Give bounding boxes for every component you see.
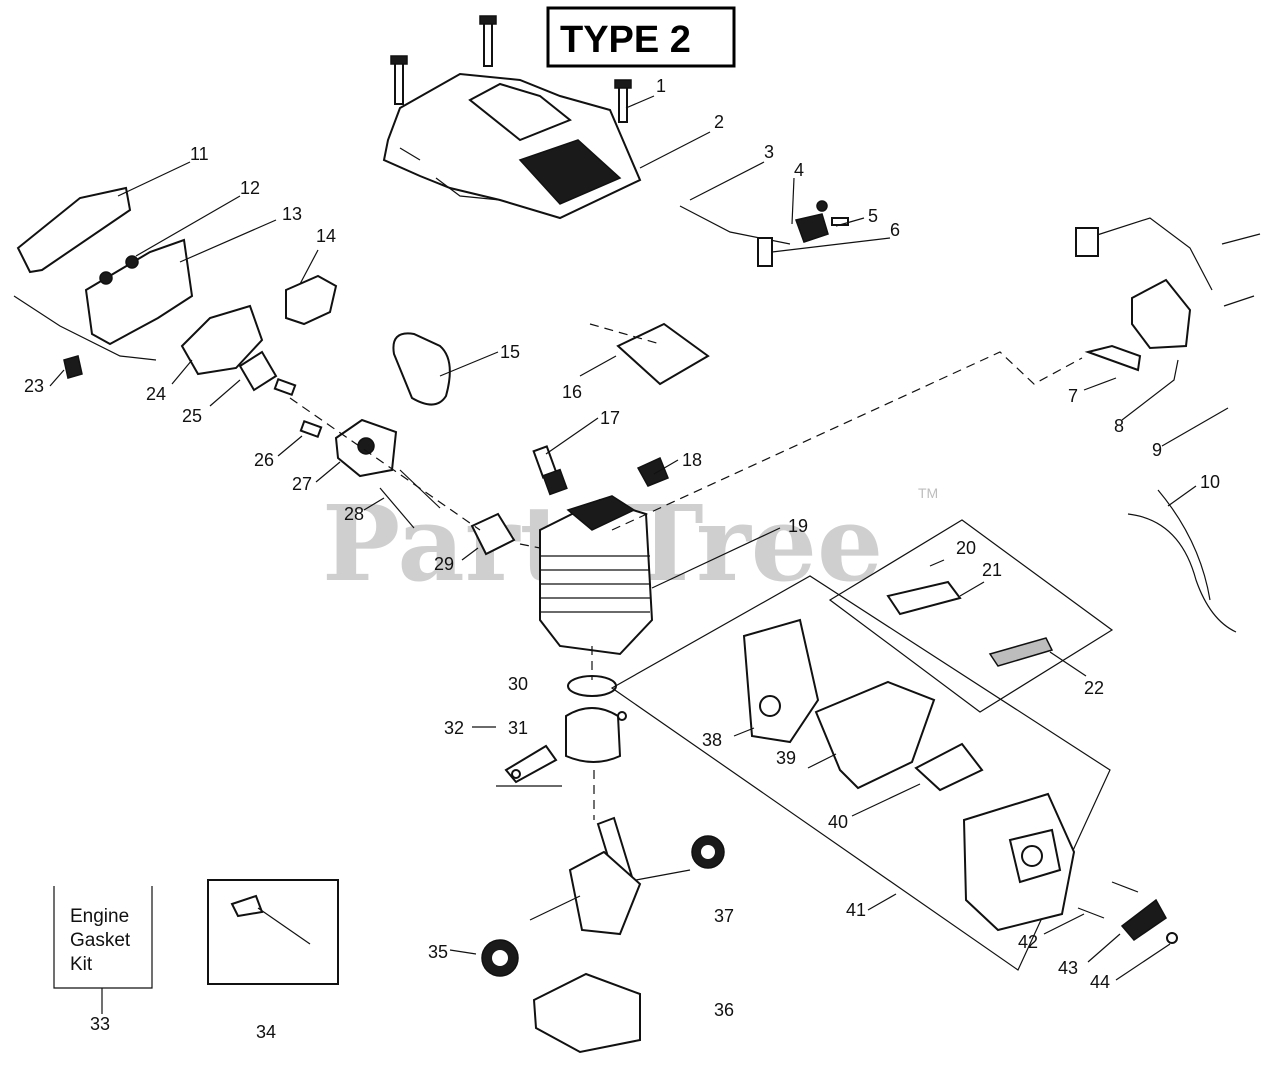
label-2: 2 bbox=[714, 112, 724, 132]
long-bolt bbox=[379, 487, 415, 529]
label-39: 39 bbox=[776, 748, 796, 768]
throttle-housing bbox=[13, 238, 194, 361]
piston-assembly bbox=[504, 707, 627, 784]
label-40: 40 bbox=[828, 812, 848, 832]
label-35: 35 bbox=[428, 942, 448, 962]
label-44: 44 bbox=[1090, 972, 1110, 992]
part-number-labels: 1 2 3 4 5 6 7 8 9 10 11 12 13 14 15 16 1… bbox=[24, 76, 1220, 1042]
label-14: 14 bbox=[316, 226, 336, 246]
air-filter-cover bbox=[16, 186, 132, 274]
spark-plug bbox=[532, 445, 568, 496]
crankshaft bbox=[481, 816, 725, 1054]
cover-screws bbox=[390, 15, 632, 123]
label-18: 18 bbox=[682, 450, 702, 470]
label-30: 30 bbox=[508, 674, 528, 694]
muffler-box bbox=[610, 575, 1111, 971]
label-42: 42 bbox=[1018, 932, 1038, 952]
label-5: 5 bbox=[868, 206, 878, 226]
label-33: 33 bbox=[90, 1014, 110, 1034]
label-3: 3 bbox=[764, 142, 774, 162]
label-36: 36 bbox=[714, 1000, 734, 1020]
label-19: 19 bbox=[788, 516, 808, 536]
part-23 bbox=[63, 355, 83, 379]
label-34: 34 bbox=[256, 1022, 276, 1042]
gasket-sheet bbox=[616, 322, 710, 386]
label-37: 37 bbox=[714, 906, 734, 926]
label-41: 41 bbox=[846, 900, 866, 920]
top-cover bbox=[382, 72, 642, 220]
label-29: 29 bbox=[434, 554, 454, 574]
fuel-filter bbox=[757, 237, 773, 267]
kit-line-2: Gasket bbox=[70, 930, 131, 951]
label-10: 10 bbox=[1200, 472, 1220, 492]
label-6: 6 bbox=[890, 220, 900, 240]
label-1: 1 bbox=[656, 76, 666, 96]
kit-line-1: Engine bbox=[70, 906, 129, 927]
label-23: 23 bbox=[24, 376, 44, 396]
label-26: 26 bbox=[254, 450, 274, 470]
dashed-leader bbox=[611, 351, 1083, 531]
label-9: 9 bbox=[1152, 440, 1162, 460]
label-32: 32 bbox=[444, 718, 464, 738]
label-24: 24 bbox=[146, 384, 166, 404]
label-27: 27 bbox=[292, 474, 312, 494]
gasket-kit-box bbox=[828, 519, 1114, 713]
fuel-hose bbox=[679, 205, 791, 245]
ignition-coil bbox=[1075, 217, 1261, 372]
carburetor bbox=[180, 304, 278, 392]
label-17: 17 bbox=[600, 408, 620, 428]
intake-adapter bbox=[273, 377, 398, 478]
valve-part bbox=[795, 200, 829, 243]
label-8: 8 bbox=[1114, 416, 1124, 436]
label-28: 28 bbox=[344, 504, 364, 524]
intake-boot bbox=[285, 274, 338, 326]
label-13: 13 bbox=[282, 204, 302, 224]
label-31: 31 bbox=[508, 718, 528, 738]
label-12: 12 bbox=[240, 178, 260, 198]
filter-gasket bbox=[392, 332, 451, 406]
cylinder bbox=[539, 495, 654, 656]
label-25: 25 bbox=[182, 406, 202, 426]
label-16: 16 bbox=[562, 382, 582, 402]
label-15: 15 bbox=[500, 342, 520, 362]
muffler-hardware bbox=[1077, 881, 1178, 944]
label-11: 11 bbox=[190, 144, 209, 164]
label-4: 4 bbox=[794, 160, 804, 180]
leader-lines bbox=[49, 95, 1229, 981]
kit-line-3: Kit bbox=[70, 954, 93, 975]
label-20: 20 bbox=[956, 538, 976, 558]
watermark-trademark: TM bbox=[918, 485, 938, 501]
label-7: 7 bbox=[1068, 386, 1078, 406]
decomp-cap bbox=[636, 456, 669, 487]
small-screw bbox=[831, 217, 849, 226]
type-title-box: TYPE 2 bbox=[546, 6, 736, 68]
label-43: 43 bbox=[1058, 958, 1078, 978]
label-22: 22 bbox=[1084, 678, 1104, 698]
tool-box bbox=[207, 879, 339, 985]
label-21: 21 bbox=[982, 560, 1002, 580]
type-title: TYPE 2 bbox=[560, 19, 691, 61]
wire-harness bbox=[1127, 513, 1237, 633]
label-38: 38 bbox=[702, 730, 722, 750]
engine-gasket-kit-box: Engine Gasket Kit bbox=[53, 886, 153, 1014]
flange-gasket bbox=[470, 512, 516, 556]
